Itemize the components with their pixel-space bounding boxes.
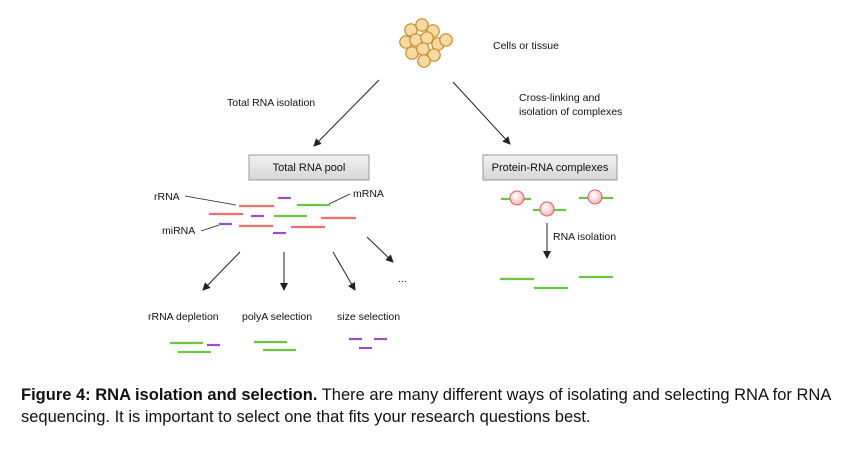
- left-branch-label: Total RNA isolation: [227, 97, 315, 109]
- protein-rna-complexes-label: Protein-RNA complexes: [492, 162, 609, 174]
- isolated-rna-result: [500, 275, 613, 290]
- arrow-size-selection: [332, 251, 356, 291]
- cell-icon: [416, 42, 430, 56]
- polya-selection-label: polyA selection: [242, 311, 312, 323]
- protein-rna-complexes: [501, 189, 613, 217]
- total-rna-pool-label: Total RNA pool: [273, 162, 346, 174]
- right-branch-label-line2: isolation of complexes: [519, 106, 622, 118]
- mrna-pointer: [328, 193, 351, 205]
- mirna-label: miRNA: [162, 225, 195, 237]
- arrow-right-branch: [452, 81, 511, 145]
- cell-icon: [439, 33, 453, 47]
- cell-cluster-icon: [399, 18, 453, 68]
- caption-title: Figure 4: RNA isolation and selection.: [21, 386, 318, 404]
- arrow-rrna-depletion: [202, 251, 241, 291]
- rrna-depletion-result: [170, 341, 220, 354]
- arrow-left-branch: [313, 79, 380, 147]
- protein-icon: [587, 189, 603, 205]
- cell-icon: [415, 18, 429, 32]
- mrna-label: mRNA: [353, 188, 384, 200]
- cell-icon: [427, 48, 441, 62]
- protein-rna-complexes-box: Protein-RNA complexes: [482, 154, 618, 181]
- mirna-pointer: [200, 224, 220, 232]
- figure-caption: Figure 4: RNA isolation and selection. T…: [21, 384, 841, 428]
- cell-icon: [417, 54, 431, 68]
- rrna-depletion-label: rRNA depletion: [148, 311, 219, 323]
- protein-icon: [539, 201, 555, 217]
- source-label: Cells or tissue: [493, 40, 559, 52]
- protein-icon: [509, 190, 525, 206]
- rrna-pointer: [184, 195, 237, 206]
- right-branch-label-line1: Cross-linking and: [519, 92, 600, 104]
- ellipsis-label: ...: [398, 273, 407, 285]
- total-rna-pool-box: Total RNA pool: [248, 154, 370, 181]
- size-selection-result: [349, 337, 387, 350]
- size-selection-label: size selection: [337, 311, 400, 323]
- rna-isolation-diagram: Cells or tissue Total RNA isolation Cros…: [148, 18, 622, 354]
- total-rna-pool-strands: [209, 196, 356, 235]
- caption-text: There are many different ways of isolati…: [21, 386, 831, 426]
- rrna-label: rRNA: [154, 191, 180, 203]
- polya-selection-result: [254, 340, 296, 352]
- rna-isolation-label: RNA isolation: [553, 231, 616, 243]
- arrow-other-selection: [366, 236, 394, 263]
